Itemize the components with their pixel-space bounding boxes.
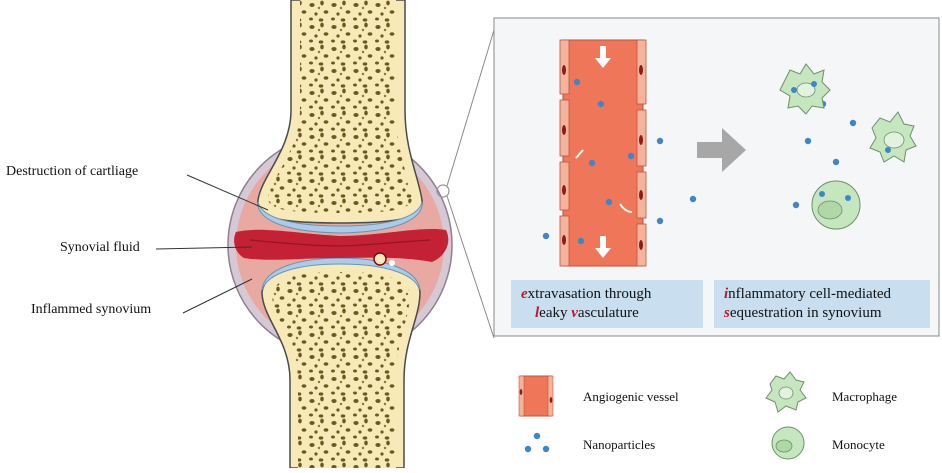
legend-nanoparticles-icon — [525, 433, 549, 452]
label-synovial-fluid: Synovial fluid — [60, 240, 140, 256]
inset-monocyte — [812, 181, 860, 229]
lower-bone — [262, 258, 420, 468]
legend-nanoparticles-label: Nanoparticles — [583, 437, 655, 453]
legend-monocyte-label: Monocyte — [832, 437, 885, 453]
legend-macrophage-label: Macrophage — [832, 389, 897, 405]
label-cartilage: Destruction of cartliage — [6, 164, 138, 180]
legend-vessel-label: Angiogenic vessel — [583, 389, 679, 405]
caption-sequestration: inflammatory cell-mediated sequestration… — [714, 280, 930, 328]
legend-monocyte-icon — [772, 427, 804, 459]
angiogenic-vessel — [560, 40, 646, 266]
legend-macrophage-icon — [766, 372, 806, 412]
legend-vessel-icon — [519, 376, 553, 416]
label-synovium: Inflammed synovium — [31, 302, 151, 318]
zoom-indicator — [437, 30, 494, 338]
caption-extravasation: extravasation through leaky vasculature — [511, 280, 703, 328]
upper-bone — [258, 0, 422, 233]
